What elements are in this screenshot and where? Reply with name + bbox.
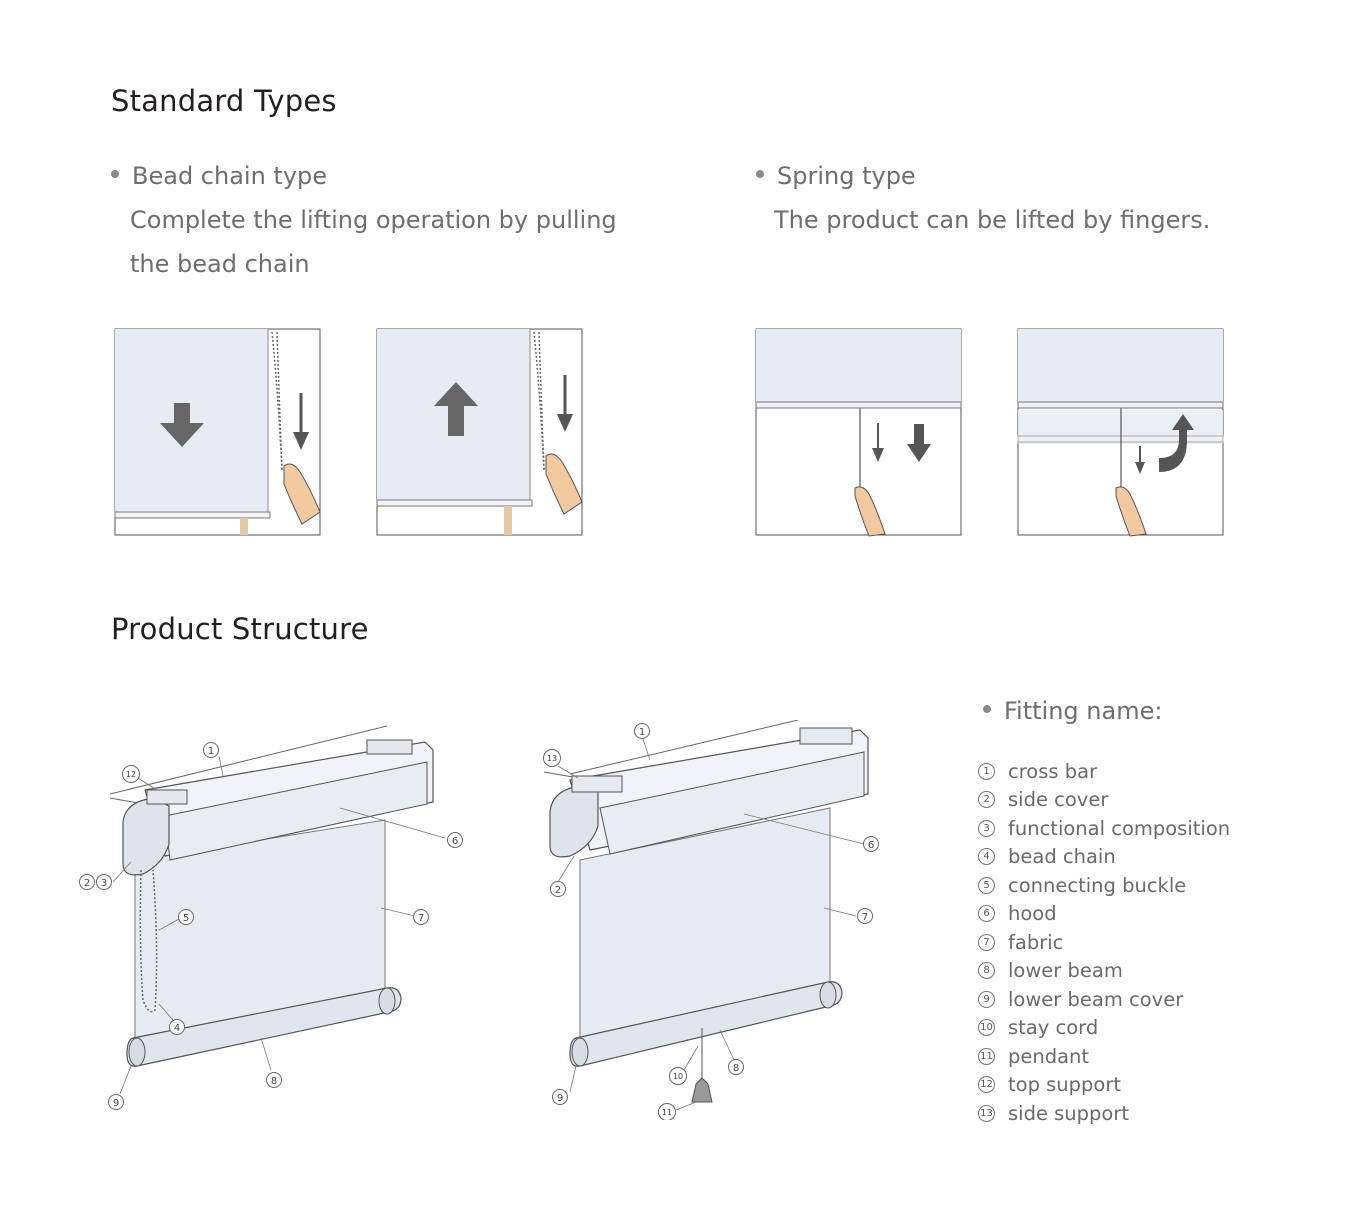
bullet-dot-icon (111, 170, 119, 178)
item-number: 8 (978, 962, 995, 980)
list-item: 10 stay cord (978, 1014, 1230, 1043)
item-label: side support (1008, 1101, 1130, 1125)
spring-description: The product can be lifted by fingers. (774, 198, 1210, 242)
list-item: 8 lower beam (978, 957, 1230, 986)
svg-text:10: 10 (673, 1072, 683, 1081)
item-label: functional composition (1008, 816, 1231, 840)
bead-chain-desc-line1: Complete the lifting operation by pullin… (130, 206, 617, 234)
svg-text:1: 1 (208, 746, 214, 757)
list-item: 12 top support (978, 1071, 1230, 1100)
curved-up-arrow-icon (1159, 414, 1194, 472)
svg-text:11: 11 (662, 1108, 672, 1117)
bead-chain-desc-line2: the bead chain (130, 250, 310, 278)
svg-text:7: 7 (418, 913, 424, 924)
svg-text:5: 5 (183, 913, 189, 924)
hand-icon (283, 463, 321, 525)
item-label: pendant (1008, 1044, 1090, 1068)
fitting-name-title: Fitting name: (983, 697, 1162, 725)
item-label: fabric (1008, 930, 1064, 954)
spring-desc-line1: The product can be lifted by fingers. (774, 206, 1211, 234)
item-label: bead chain (1008, 845, 1116, 869)
item-number: 2 (978, 791, 995, 809)
item-number: 7 (978, 933, 995, 951)
list-item: 6 hood (978, 900, 1230, 929)
svg-text:7: 7 (862, 912, 868, 923)
pendant-icon (691, 1077, 713, 1103)
svg-text:13: 13 (547, 754, 557, 763)
list-item: 7 fabric (978, 928, 1230, 957)
svg-text:3: 3 (101, 878, 107, 889)
list-item: 11 pendant (978, 1042, 1230, 1071)
fitting-name-list: 1 cross bar 2 side cover 3 functional compo… (978, 757, 1230, 1128)
list-item: 13 side support (978, 1099, 1230, 1128)
item-number: 5 (978, 876, 995, 894)
list-item: 9 lower beam cover (978, 985, 1230, 1014)
item-label: connecting buckle (1008, 873, 1187, 897)
item-number: 6 (978, 905, 995, 923)
item-number: 9 (978, 990, 995, 1008)
svg-text:4: 4 (174, 1023, 180, 1034)
bead-chain-title-text: Bead chain type (132, 162, 328, 190)
hand-icon (854, 486, 886, 537)
spring-title-text: Spring type (777, 162, 916, 190)
bead-chain-title: Bead chain type (111, 162, 327, 190)
up-arrow-icon (434, 382, 478, 436)
svg-text:6: 6 (868, 840, 874, 851)
down-arrow-icon (160, 403, 204, 447)
item-number: 4 (978, 848, 995, 866)
spring-raise-illustration (1017, 328, 1224, 537)
bead-chain-lower-illustration (114, 328, 321, 536)
item-label: hood (1008, 902, 1057, 926)
list-item: 2 side cover (978, 786, 1230, 815)
item-label: top support (1008, 1073, 1122, 1097)
list-item: 3 functional composition (978, 814, 1230, 843)
bullet-dot-icon (756, 170, 764, 178)
item-label: side cover (1008, 788, 1109, 812)
hand-icon (545, 453, 583, 515)
item-number: 13 (978, 1104, 995, 1122)
fitting-name-title-text: Fitting name: (1004, 697, 1163, 725)
item-label: lower beam cover (1008, 987, 1184, 1011)
item-number: 12 (978, 1076, 995, 1094)
bead-chain-description: Complete the lifting operation by pullin… (130, 198, 617, 286)
list-item: 4 bead chain (978, 843, 1230, 872)
item-number: 3 (978, 819, 995, 837)
svg-text:8: 8 (733, 1063, 739, 1074)
item-number: 1 (978, 762, 995, 780)
svg-text:2: 2 (555, 885, 561, 896)
spring-structure-diagram: 1 13 6 2 7 10 8 9 11 (543, 720, 879, 1120)
svg-text:9: 9 (113, 1098, 119, 1109)
item-label: stay cord (1008, 1016, 1099, 1040)
standard-types-heading: Standard Types (111, 84, 337, 118)
bead-chain-structure-diagram: 1 12 6 2 3 5 7 4 8 9 (79, 725, 463, 1110)
list-item: 1 cross bar (978, 757, 1230, 786)
svg-text:1: 1 (639, 727, 645, 738)
svg-text:8: 8 (271, 1076, 277, 1087)
svg-text:9: 9 (557, 1093, 563, 1104)
down-arrow-icon (907, 424, 931, 462)
bullet-dot-icon (983, 705, 991, 713)
product-structure-heading: Product Structure (111, 612, 369, 646)
svg-text:12: 12 (126, 770, 136, 779)
hand-icon (1115, 486, 1147, 537)
item-number: 11 (978, 1047, 995, 1065)
item-label: lower beam (1008, 959, 1123, 983)
svg-text:2: 2 (84, 878, 90, 889)
item-number: 10 (978, 1019, 995, 1037)
spring-title: Spring type (756, 162, 916, 190)
list-item: 5 connecting buckle (978, 871, 1230, 900)
item-label: cross bar (1008, 759, 1098, 783)
bead-chain-raise-illustration (376, 328, 583, 536)
spring-lower-illustration (755, 328, 962, 537)
svg-text:6: 6 (452, 836, 458, 847)
